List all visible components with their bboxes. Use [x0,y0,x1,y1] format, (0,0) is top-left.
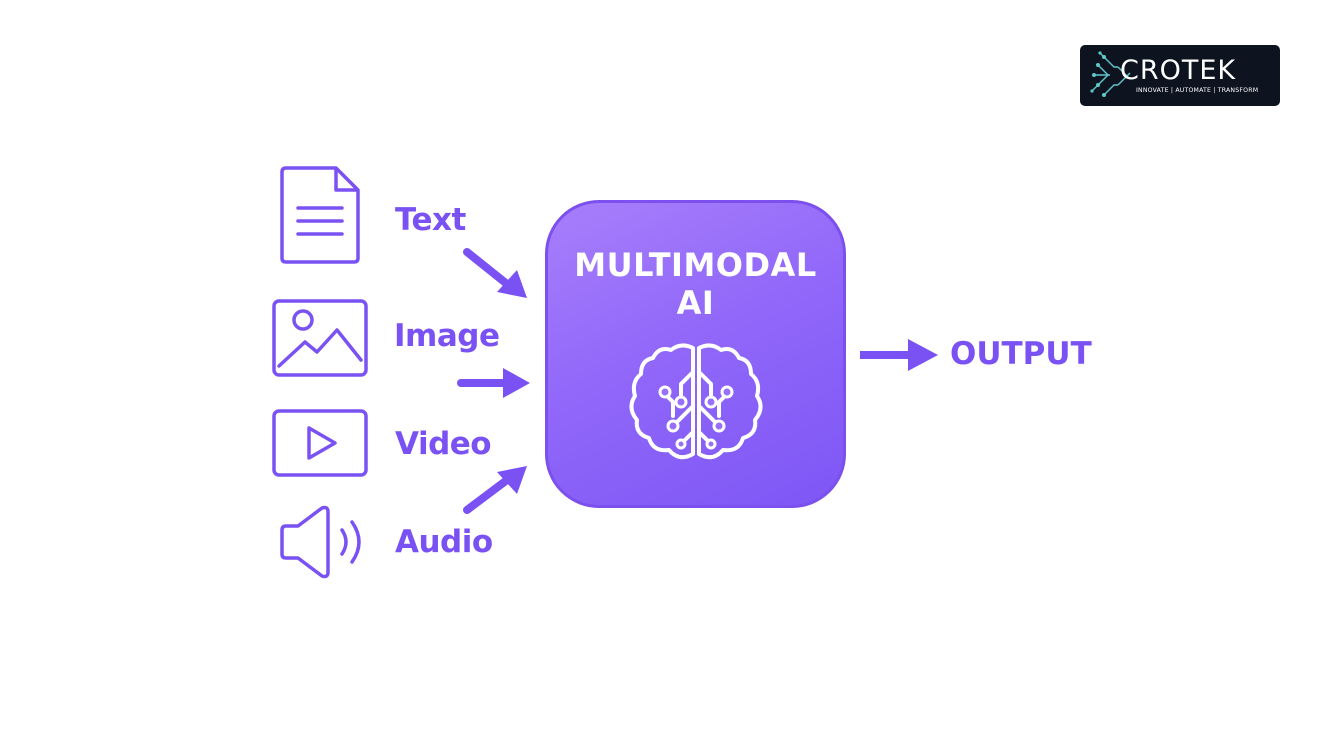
ai-title: MULTIMODAL AI [545,246,846,322]
logo-name: CROTEK [1120,55,1237,86]
ai-title-line1: MULTIMODAL [574,246,817,284]
output-arrow [860,339,938,371]
multimodal-ai-box [545,200,846,508]
output-label: OUTPUT [950,336,1092,372]
input-label-image: Image [394,318,500,354]
document-icon [280,166,360,264]
input-arrows [457,248,530,514]
circuit-logo-icon [1090,51,1131,97]
image-icon [272,299,368,377]
logo-tagline: INNOVATE | AUTOMATE | TRANSFORM [1136,87,1259,94]
ai-title-line2: AI [676,284,715,322]
crotek-logo [1080,45,1280,106]
input-label-audio: Audio [395,524,493,560]
video-play-icon [272,409,368,477]
input-label-text: Text [395,202,466,238]
input-label-video: Video [395,426,492,462]
speaker-icon [280,505,361,579]
brain-circuit-icon [629,343,763,460]
